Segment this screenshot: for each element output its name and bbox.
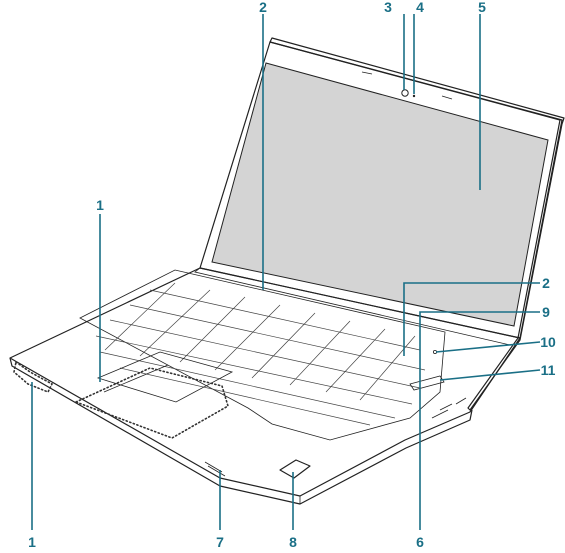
display-lid (199, 37, 565, 411)
callout-11: 11 (541, 362, 556, 378)
antenna-area-center (73, 367, 229, 439)
callout-3: 3 (384, 0, 392, 15)
callout-7: 7 (216, 534, 224, 550)
leader-lines (31, 14, 541, 530)
keyboard-deck (9, 267, 521, 497)
touchpad (96, 351, 234, 403)
callout-1-bottom: 1 (28, 534, 36, 550)
fingerprint-sensor (279, 459, 311, 479)
callout-6: 6 (416, 534, 424, 550)
base-front-edge (9, 357, 473, 505)
callout-2-top: 2 (259, 0, 267, 15)
leader-10 (435, 341, 541, 353)
callout-9: 9 (542, 304, 550, 320)
leader-11 (439, 369, 541, 381)
callout-1-top: 1 (96, 197, 104, 213)
keyboard-area (79, 269, 446, 441)
callout-4: 4 (416, 0, 424, 15)
callout-labels: 1 1 2 2 3 4 5 6 7 8 9 10 11 (28, 0, 556, 550)
callout-5: 5 (478, 0, 486, 15)
leader-2b (403, 282, 540, 356)
key-grid (95, 282, 426, 426)
power-button-area (409, 375, 445, 391)
laptop-base (9, 267, 521, 505)
webcam-lens (401, 89, 409, 97)
antenna-area-left (13, 360, 54, 394)
callout-2-right: 2 (542, 275, 550, 291)
leader-6-9 (419, 311, 540, 530)
callout-10: 10 (540, 334, 556, 350)
callout-8: 8 (289, 534, 297, 550)
webcam-indicator (412, 94, 416, 98)
screen-panel (211, 62, 549, 327)
